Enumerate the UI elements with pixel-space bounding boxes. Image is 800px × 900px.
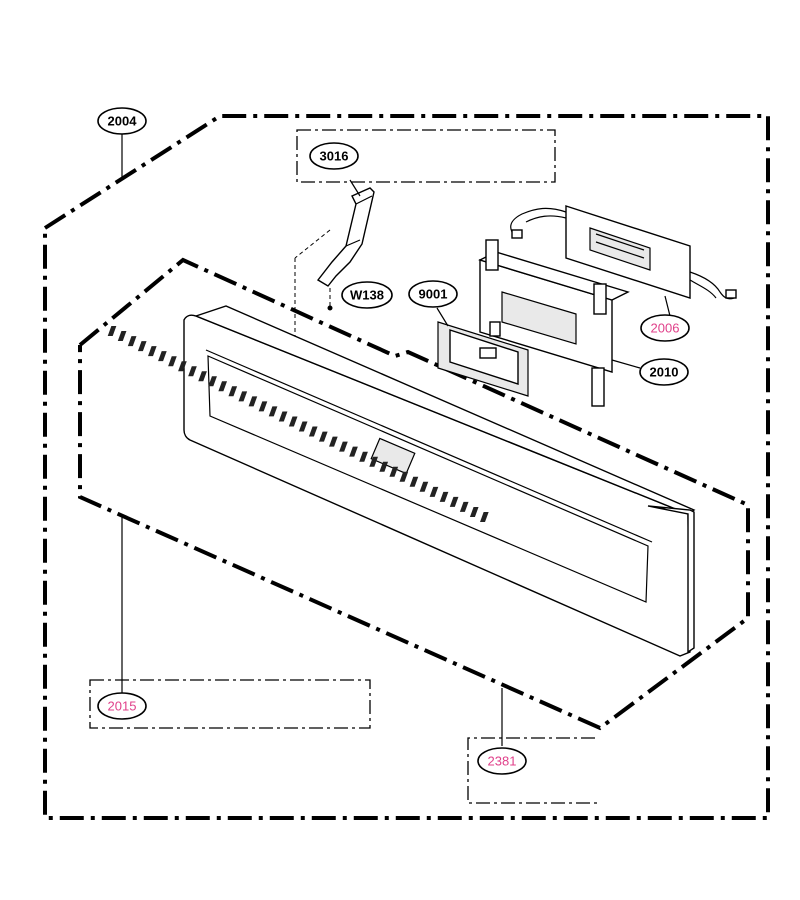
vent-slot [439,491,449,502]
vent-slot [480,512,489,522]
vent-slot [258,401,268,412]
vent-slot [137,341,147,352]
vent-slot [228,386,238,397]
vent-slot [459,501,469,512]
vent-slot [178,361,187,372]
vent-slot [308,426,318,437]
callout-2006: 2006 [640,314,690,342]
vent-slot [107,326,117,336]
vent-slot [369,456,378,467]
callout-W138: W138 [341,281,393,309]
callout-2004-label: 2004 [108,114,138,129]
vent-slot [127,336,137,347]
vent-slot [449,496,459,507]
vent-slots [107,326,489,522]
vent-slot [379,461,389,472]
group-box-2381 [467,737,598,804]
callout-W138-label: W138 [350,288,384,303]
vent-slot [268,406,278,417]
callout-2015-label: 2015 [108,699,137,714]
control-panel-part [107,305,696,657]
vent-slot [339,441,348,452]
vent-slot [298,421,308,432]
vent-slot [359,451,368,462]
vent-slot [389,466,399,477]
vent-slot [117,331,127,341]
vent-slot [168,356,177,367]
callout-9001-label: 9001 [419,287,448,302]
window-frame-part [436,307,529,397]
vent-slot [248,396,258,407]
callout-9001: 9001 [408,280,458,308]
callout-2010: 2010 [639,358,689,386]
inner-panel-boundary [78,257,750,731]
vent-slot [288,416,298,427]
vent-slot [147,346,157,357]
vent-slot [318,431,328,442]
vent-slot [208,376,217,387]
callout-2006-label: 2006 [651,321,680,336]
vent-slot [329,436,338,447]
group-box-3016 [296,129,556,183]
vent-slot [429,486,439,497]
vent-slot [469,507,479,517]
control-box-part [478,239,641,407]
vent-slot [198,371,207,382]
callout-2010-label: 2010 [650,365,679,380]
callout-3016: 3016 [309,142,359,170]
vent-slot [158,351,167,362]
callout-2004: 2004 [97,107,147,135]
vent-slot [278,411,288,422]
vent-slot [188,366,197,377]
bracket-part [294,179,375,345]
vent-slot [218,381,228,392]
vent-slot [409,476,419,487]
callout-2015: 2015 [97,692,147,720]
callout-2381-label: 2381 [488,754,517,769]
vent-slot [399,471,409,482]
callout-2381: 2381 [477,747,527,775]
display-board-part [510,205,737,317]
vent-slot [238,391,248,402]
group-box-2015 [89,679,371,729]
callout-3016-label: 3016 [320,149,349,164]
outer-assembly-boundary [43,114,770,820]
vent-slot [349,446,358,457]
vent-slot [419,481,429,492]
